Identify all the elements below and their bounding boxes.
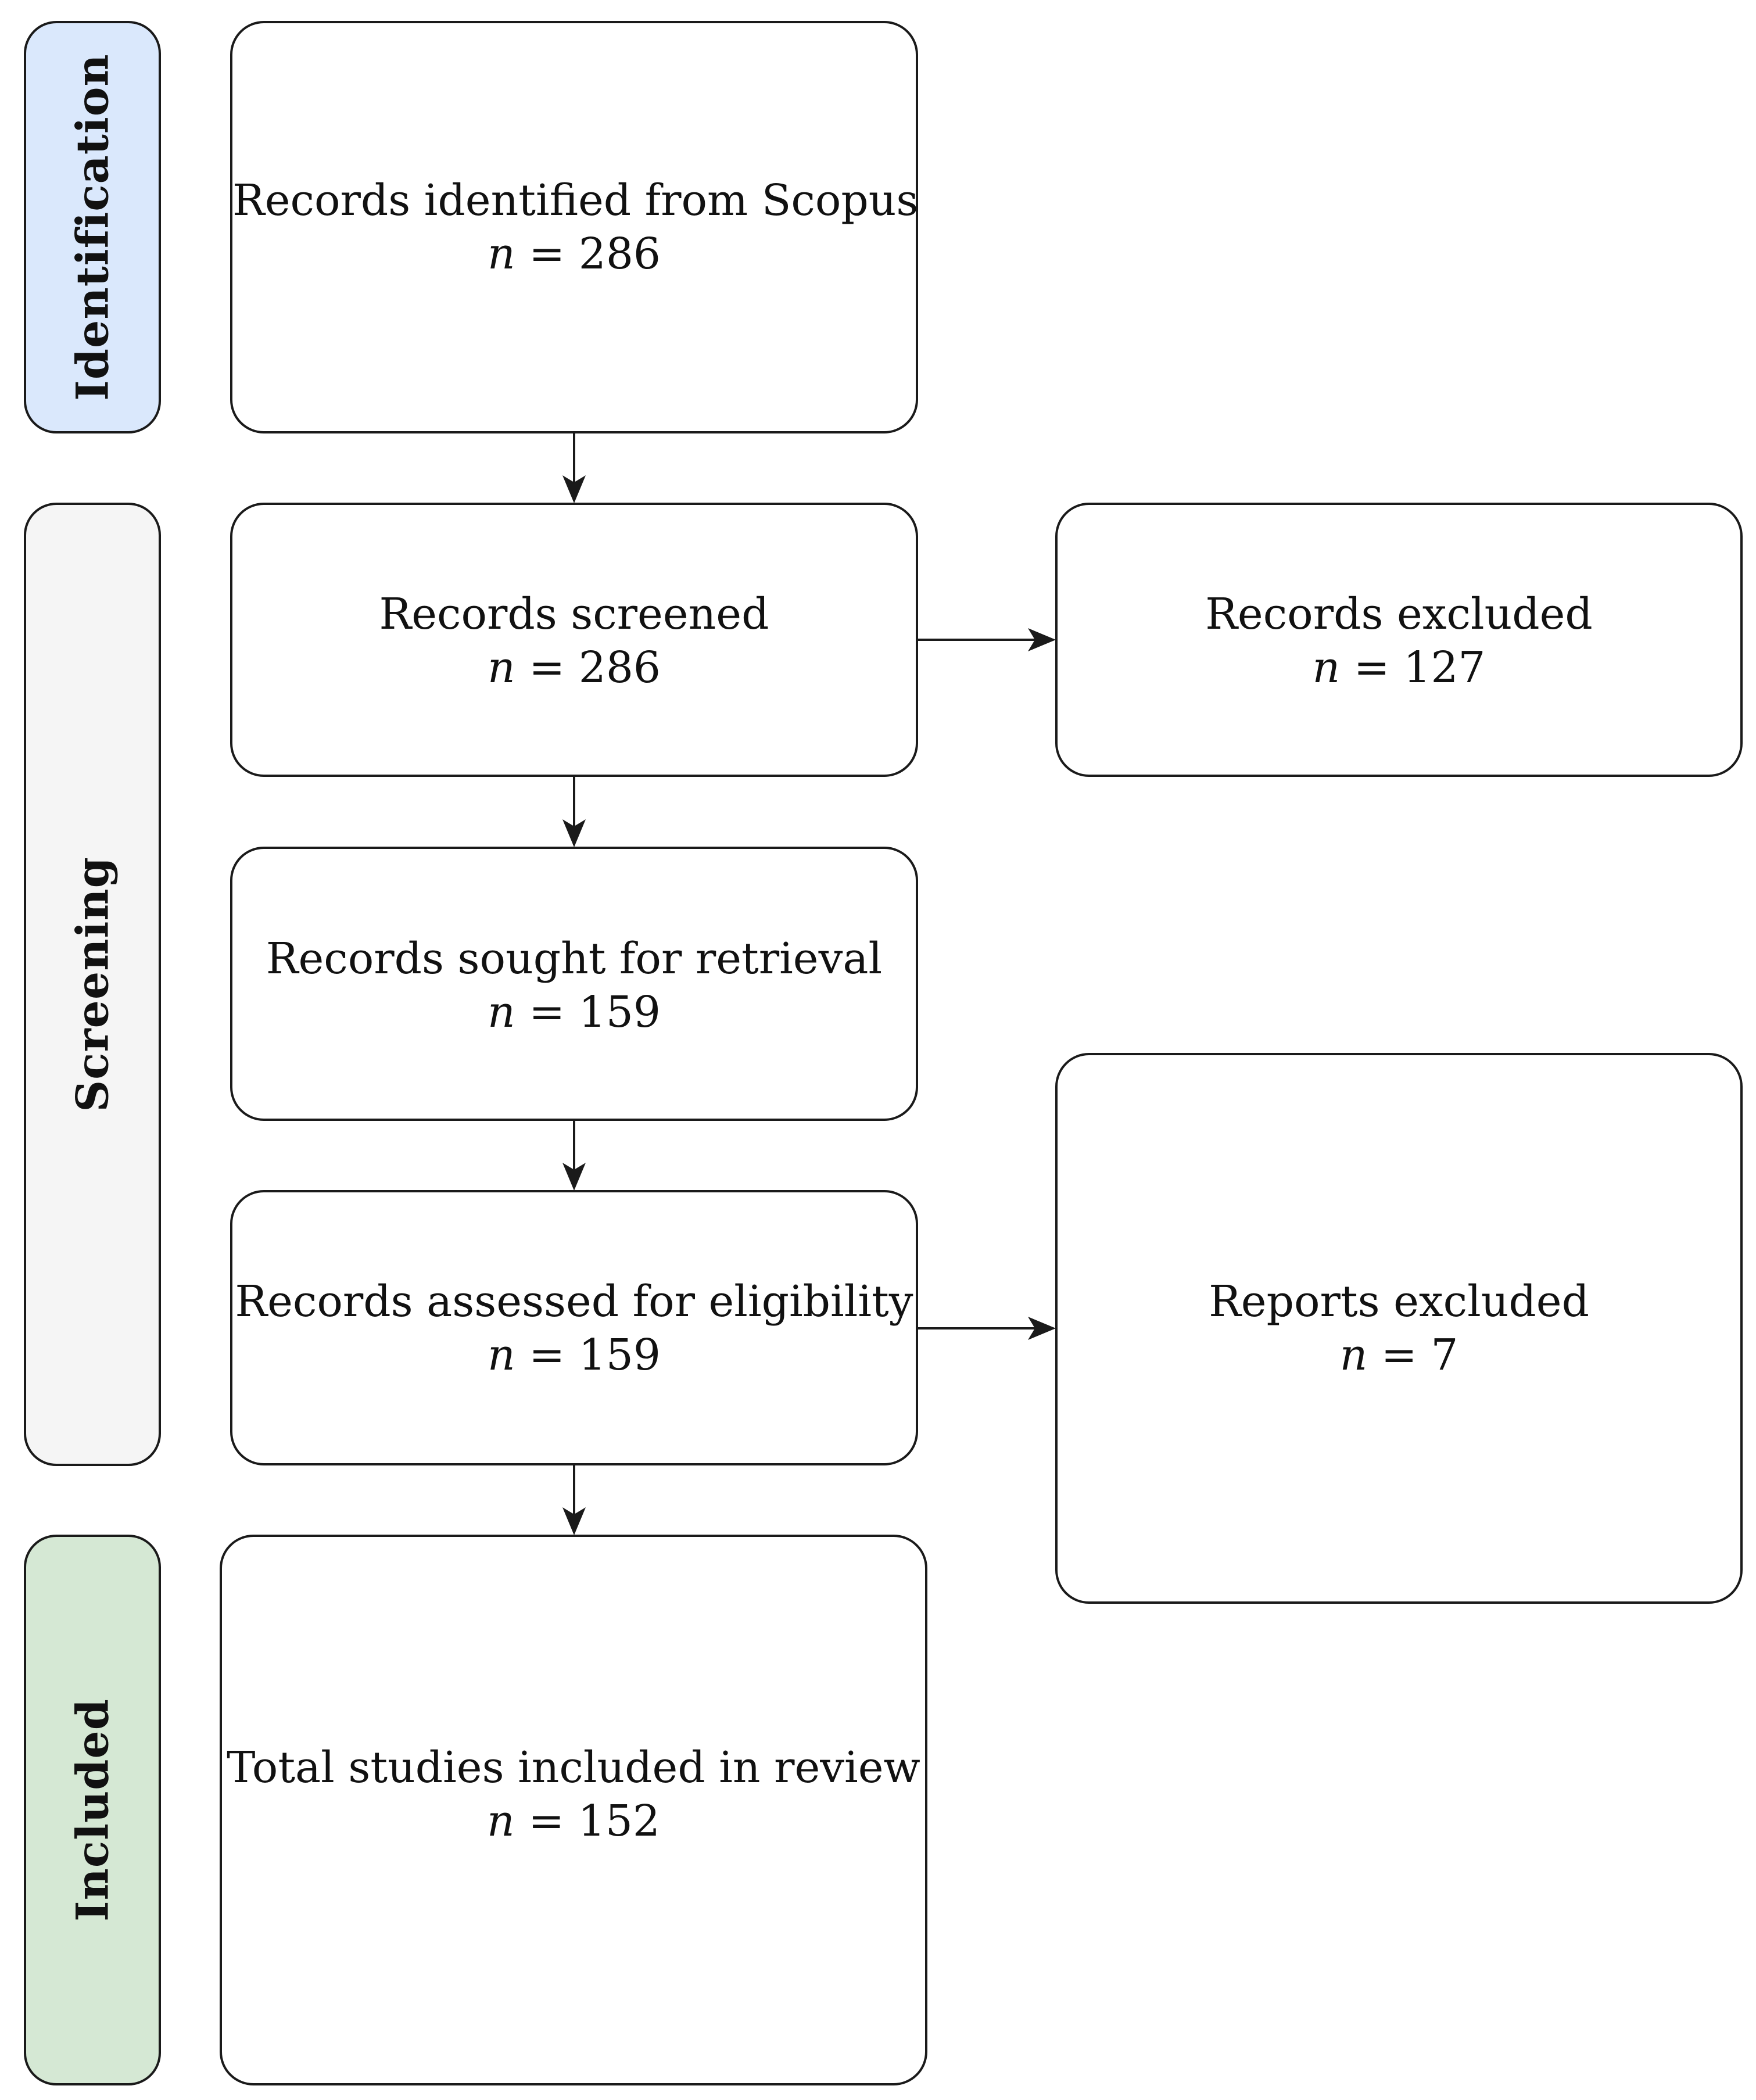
box-records-screened-count: n = 286 <box>488 643 661 693</box>
box-records-assessed: Records assessed for eligibility n = 159 <box>230 1190 918 1465</box>
count-variable: n <box>1339 1330 1368 1380</box>
count-variable: n <box>488 987 515 1037</box>
count-variable: n <box>1312 643 1341 693</box>
count-variable: n <box>488 643 515 693</box>
box-records-excluded-count: n = 127 <box>1312 643 1486 693</box>
box-reports-excluded: Reports excluded n = 7 <box>1055 1053 1743 1604</box>
box-total-included-count: n = 152 <box>487 1796 660 1846</box>
count-variable: n <box>488 1330 515 1380</box>
box-records-sought-label: Records sought for retrieval <box>266 934 883 984</box>
box-total-included: Total studies included in review n = 152 <box>220 1535 927 2085</box>
phase-screening: Screening <box>24 503 161 1466</box>
box-records-identified-label: Records identified from Scopus <box>232 175 919 225</box>
box-records-excluded-label: Records excluded <box>1205 589 1593 639</box>
box-reports-excluded-count: n = 7 <box>1339 1330 1458 1380</box>
box-records-screened-label: Records screened <box>379 589 769 639</box>
box-records-identified-count: n = 286 <box>488 229 661 279</box>
box-records-assessed-label: Records assessed for eligibility <box>235 1277 913 1327</box>
box-records-identified: Records identified from Scopus n = 286 <box>230 21 918 433</box>
box-records-sought: Records sought for retrieval n = 159 <box>230 847 918 1121</box>
phase-included: Included <box>24 1535 161 2085</box>
count-variable: n <box>488 229 515 279</box>
phase-identification: Identification <box>24 21 161 433</box>
box-records-excluded: Records excluded n = 127 <box>1055 503 1743 777</box>
box-records-assessed-count: n = 159 <box>488 1330 661 1380</box>
count-variable: n <box>487 1796 515 1846</box>
box-records-screened: Records screened n = 286 <box>230 503 918 777</box>
box-records-sought-count: n = 159 <box>488 987 661 1037</box>
box-total-included-label: Total studies included in review <box>227 1743 920 1793</box>
box-reports-excluded-label: Reports excluded <box>1209 1277 1589 1327</box>
